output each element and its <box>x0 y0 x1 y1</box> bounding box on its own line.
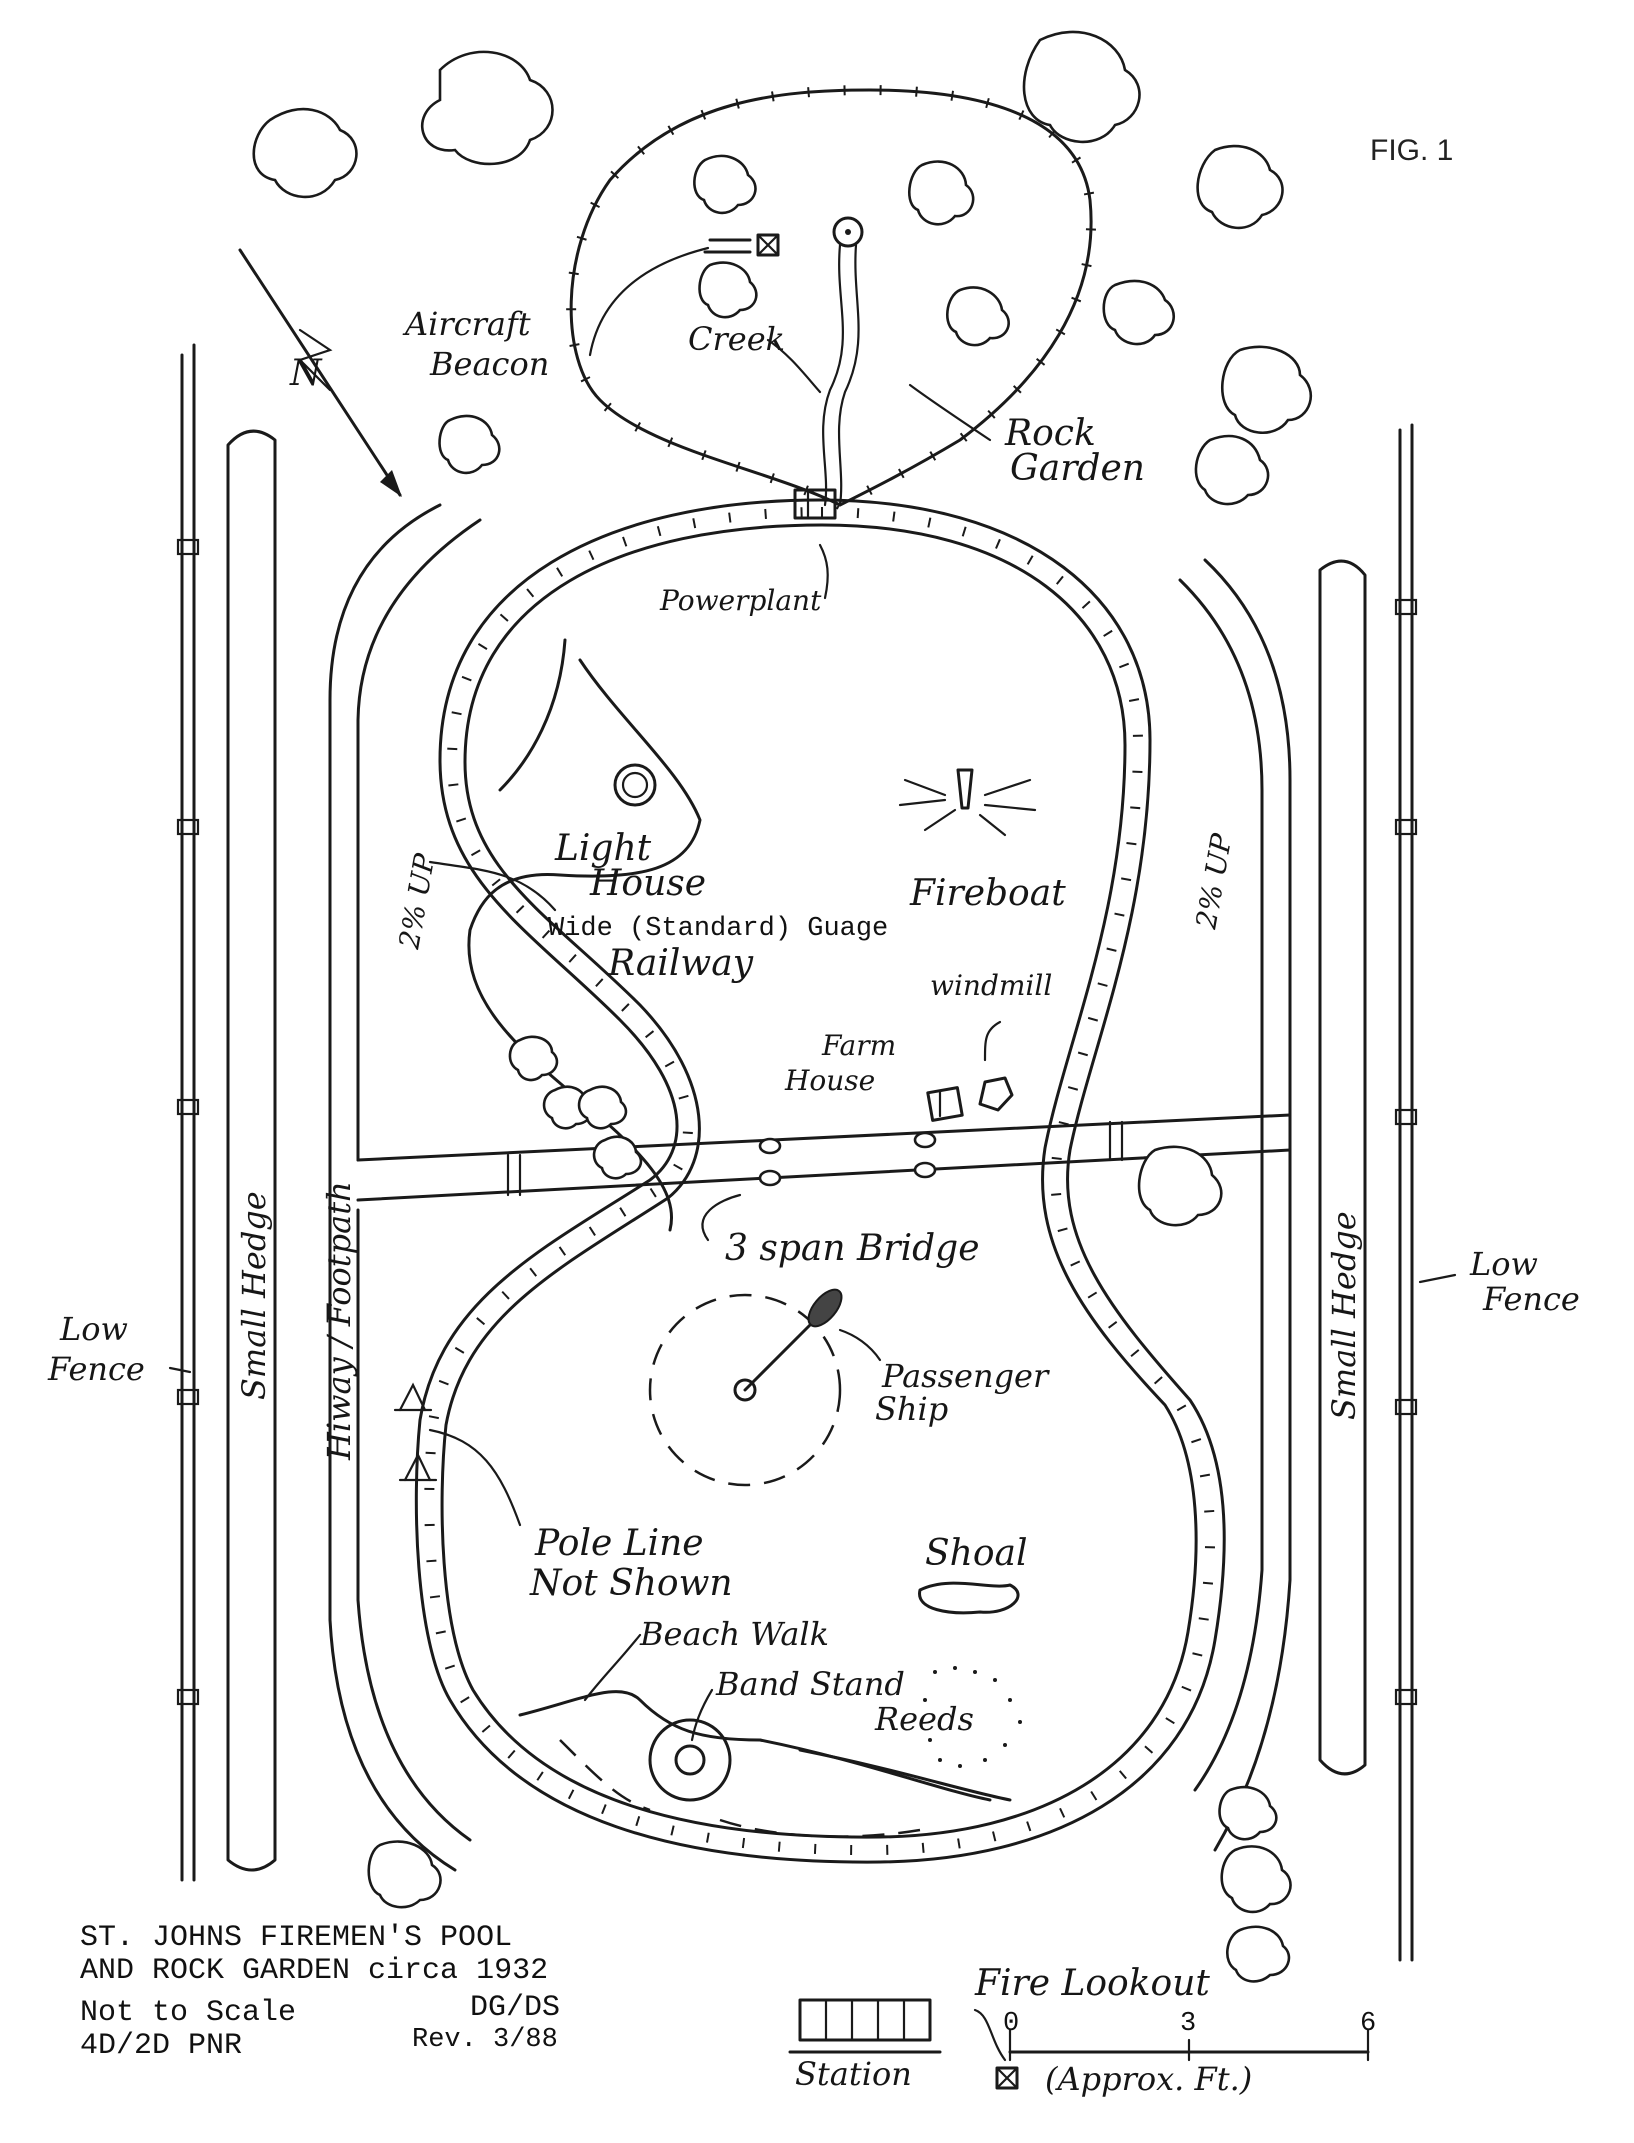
label-passenger-ship-2: Ship <box>875 1390 948 1428</box>
label-shoal: Shoal <box>925 1533 1028 1574</box>
label-beach-walk: Beach Walk <box>639 1615 829 1653</box>
label-fence-right-2: Fence <box>1482 1280 1580 1318</box>
title-line-1: ST. JOHNS FIREMEN'S POOL <box>80 1921 512 1955</box>
scale-unit: (Approx. Ft.) <box>1045 2060 1252 2098</box>
fireboat <box>898 768 1037 837</box>
label-reeds: Reeds <box>874 1700 974 1738</box>
label-passenger-ship: Passenger <box>881 1357 1050 1395</box>
label-creek: Creek <box>688 320 785 358</box>
north-arrow <box>238 248 402 497</box>
creek <box>822 216 864 507</box>
upper-loop-track <box>566 84 1097 510</box>
label-light-house-2: House <box>589 863 706 904</box>
pole-line-markers <box>393 1382 438 1482</box>
title-block: ST. JOHNS FIREMEN'S POOL AND ROCK GARDEN… <box>80 1921 560 2063</box>
right-small-hedge <box>1318 559 1367 1776</box>
scale-note: Not to Scale <box>80 1996 296 2030</box>
label-fireboat: Fireboat <box>909 873 1066 914</box>
label-rock-garden: Rock <box>1004 413 1096 454</box>
label-farm-house-2: House <box>784 1064 875 1097</box>
scale-tick-0: 0 <box>1003 2009 1019 2039</box>
scale-bar: 0 3 6 (Approx. Ft.) <box>1003 2009 1376 2098</box>
label-fence-left: Low <box>59 1310 128 1348</box>
label-light-house: Light <box>554 828 652 869</box>
beach-walk <box>518 1690 1012 1838</box>
label-bridge: 3 span Bridge <box>725 1228 980 1269</box>
leader-lines <box>168 246 1457 1742</box>
farm-house <box>926 1086 964 1122</box>
fire-lookout-icon <box>973 2008 1019 2090</box>
shore-line <box>498 638 567 792</box>
label-station: Station <box>795 2055 912 2093</box>
label-aircraft-beacon: Aircraft <box>402 305 531 343</box>
label-pole-line: Pole Line <box>534 1523 704 1564</box>
label-railway-gauge: Wide (Standard) Guage <box>548 914 888 944</box>
windmill <box>978 1076 1014 1112</box>
label-farm-house: Farm <box>821 1029 896 1062</box>
label-pole-line-2: Not Shown <box>529 1563 733 1604</box>
label-windmill: windmill <box>930 969 1052 1002</box>
hiway-footpath <box>328 503 1292 1872</box>
label-railway: Railway <box>607 943 754 984</box>
label-aircraft-beacon-2: Beacon <box>429 345 549 383</box>
title-line-2: AND ROCK GARDEN circa 1932 <box>80 1954 548 1988</box>
light-house <box>613 763 657 807</box>
label-grade-right: 2% UP <box>1189 830 1239 932</box>
three-span-bridge <box>356 1113 1292 1202</box>
label-fence-right: Low <box>1469 1245 1538 1283</box>
label-hiway: Hiway / Footpath <box>320 1181 358 1461</box>
label-rock-garden-2: Garden <box>1010 448 1145 489</box>
label-powerplant: Powerplant <box>659 584 822 617</box>
gauge-note: 4D/2D PNR <box>80 2029 242 2063</box>
label-north: N <box>289 353 323 394</box>
figure-label: FIG. 1 <box>1370 134 1453 167</box>
left-fence <box>176 343 200 1882</box>
scale-tick-6: 6 <box>1360 2009 1376 2039</box>
station <box>788 1998 942 2054</box>
label-band-stand: Band Stand <box>715 1665 905 1703</box>
label-fire-lookout: Fire Lookout <box>974 1963 1210 2004</box>
right-fence <box>1394 423 1418 1962</box>
figure-eight-track <box>414 498 1226 1864</box>
label-grade-left: 2% UP <box>392 850 442 952</box>
passenger-ship <box>648 1288 843 1487</box>
left-small-hedge <box>226 429 277 1872</box>
trees <box>252 30 1312 1983</box>
revision: Rev. 3/88 <box>412 2025 558 2055</box>
label-hedge-left: Small Hedge <box>235 1191 273 1400</box>
aircraft-beacon <box>703 233 780 257</box>
label-fence-left-2: Fence <box>47 1350 145 1388</box>
drawn-by: DG/DS <box>470 1991 560 2025</box>
powerplant <box>793 488 837 520</box>
shoal <box>918 1581 1020 1615</box>
label-hedge-right: Small Hedge <box>1325 1211 1363 1420</box>
band-stand <box>648 1718 732 1802</box>
scale-tick-3: 3 <box>1180 2009 1196 2039</box>
reeds <box>923 1666 1022 1768</box>
